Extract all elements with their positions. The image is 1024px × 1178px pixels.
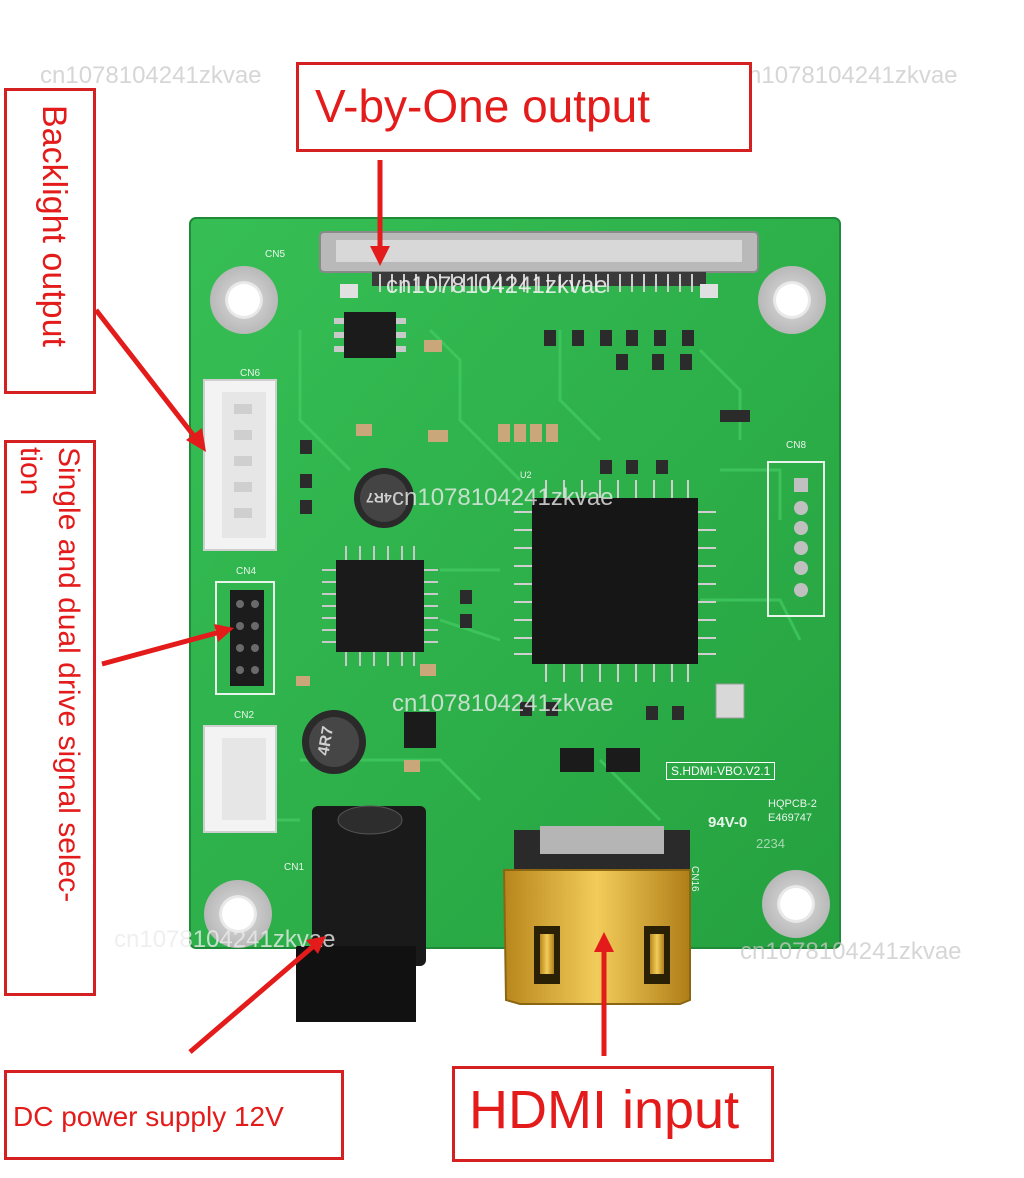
silk-cn5: CN5 xyxy=(265,249,286,260)
watermark-mid: cn1078104241zkvae xyxy=(392,690,614,717)
arrow-single-dual xyxy=(101,629,221,667)
ul-code-label: E469747 xyxy=(768,812,813,824)
smd-components xyxy=(300,330,750,720)
silk-cn1: CN1 xyxy=(284,862,305,873)
watermark-connector: cn1078104241zkvae xyxy=(386,272,608,299)
backlight-callout: Backlight output xyxy=(4,88,96,394)
watermark-top-right: cn1078104241zkvae xyxy=(736,62,958,89)
jumper-header xyxy=(215,581,275,695)
vbyone-callout: V-by-One output xyxy=(296,62,752,152)
watermark-top-left: cn1078104241zkvae xyxy=(40,62,262,89)
crystal-oscillator xyxy=(715,683,745,719)
date-code-label: 2234 xyxy=(756,836,785,851)
single-dual-callout: Single and dual drive signal selec- tion xyxy=(4,440,96,996)
main-processor-ic xyxy=(532,498,698,664)
vbyone-label: V-by-One output xyxy=(315,80,650,132)
silk-cn8: CN8 xyxy=(786,440,807,451)
rating-label: 94V-0 xyxy=(708,814,748,831)
dc-power-jack xyxy=(312,806,426,966)
watermark-bottom-right: cn1078104241zkvae xyxy=(740,938,962,965)
mosfet-chip xyxy=(344,312,396,358)
controller-ic xyxy=(336,560,424,652)
board-name-label: S.HDMI-VBO.V2.1 xyxy=(666,762,776,780)
cn8-header xyxy=(767,461,825,617)
arrow-dc-power xyxy=(188,942,318,1054)
watermark-bottom-left: cn1078104241zkvae xyxy=(114,926,336,953)
silk-u2: U2 xyxy=(520,470,532,480)
dc-power-label: DC power supply 12V xyxy=(13,1101,284,1132)
hdmi-label: HDMI input xyxy=(469,1080,740,1140)
watermark-chip: cn1078104241zkvae xyxy=(392,484,614,511)
hqpcb-label: HQPCB-2 xyxy=(768,798,817,810)
silk-cn4: CN4 xyxy=(236,566,257,577)
hdmi-callout: HDMI input xyxy=(452,1066,774,1162)
silk-cn2: CN2 xyxy=(234,710,255,721)
dc-power-callout: DC power supply 12V xyxy=(4,1070,344,1160)
silk-cn6: CN6 xyxy=(240,368,261,379)
arrow-backlight xyxy=(94,308,196,438)
